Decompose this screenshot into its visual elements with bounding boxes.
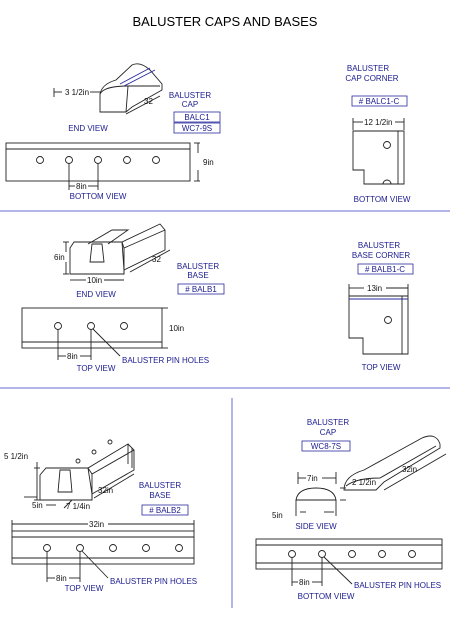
- base-corner-drawing: [348, 295, 409, 355]
- cap2-pin-hole: [318, 550, 326, 558]
- base-code: # BALB1: [185, 285, 217, 294]
- base2-pin-holes-label: BALUSTER PIN HOLES: [110, 577, 197, 586]
- cap2-pin-hole: [378, 550, 386, 558]
- base-end-view-drawing: [69, 223, 166, 275]
- cap-name-line1: BALUSTER: [169, 91, 211, 100]
- cap-corner-drawing: [352, 130, 405, 185]
- base-name-line1: BALUSTER: [177, 262, 219, 271]
- base-code-box: [177, 283, 225, 295]
- cap-end-view-drawing: [99, 63, 163, 113]
- cap2-code-box: [301, 440, 351, 452]
- cap-name-line2: CAP: [182, 100, 198, 109]
- base-corner-name-line1: BALUSTER: [358, 241, 400, 250]
- base2-width-dimension: 7 1/4in: [66, 502, 90, 511]
- base2-pin-spacing: 8in: [56, 574, 67, 583]
- cap-corner-dimension: 12 1/2in: [364, 118, 392, 127]
- base-pin-hole: [87, 322, 95, 330]
- base-corner-name-line2: BASE CORNER: [352, 251, 410, 260]
- base-corner-top-view-label: TOP VIEW: [362, 363, 401, 372]
- base-top-view-drawing: [21, 307, 163, 349]
- cap2-perspective-drawing: [343, 435, 441, 491]
- section-baluster-cap-2: BALUSTER CAP WC8-7S 32in 7in 2 1/2in 5in…: [255, 418, 447, 601]
- cap2-base-dimension: 5in: [272, 511, 283, 520]
- cap2-bottom-view-label: BOTTOM VIEW: [298, 592, 355, 601]
- base-end-view-label: END VIEW: [76, 290, 116, 299]
- cap2-top-dimension: 7in: [307, 474, 318, 483]
- cap-code-box-2: [173, 122, 221, 134]
- base-corner-code-box: [357, 263, 414, 275]
- base-name-line2: BASE: [187, 271, 208, 280]
- base2-height-dimension: 5 1/2in: [4, 452, 28, 461]
- base2-base-dimension: 5in: [32, 501, 43, 510]
- base2-name-line2: BASE: [149, 491, 170, 500]
- base2-pin-hole: [109, 544, 117, 552]
- cap-corner-name-line2: CAP CORNER: [345, 74, 398, 83]
- cap2-pin-hole: [348, 550, 356, 558]
- base2-code: # BALB2: [149, 506, 181, 515]
- base-top-view-label: TOP VIEW: [77, 364, 116, 373]
- cap-corner-bottom-view-label: BOTTOM VIEW: [354, 195, 411, 204]
- base2-pin-hole: [76, 544, 84, 552]
- base-corner-code: # BALB1-C: [365, 265, 405, 274]
- cap-pin-hole: [65, 156, 73, 164]
- section-baluster-cap: 3 1/2in 32 BALUSTER CAP BALC1 WC7-9S END…: [5, 63, 411, 204]
- page-title: BALUSTER CAPS AND BASES: [133, 14, 318, 29]
- cap-pin-hole: [36, 156, 44, 164]
- cap2-pin-spacing: 8in: [299, 578, 310, 587]
- base-pin-spacing: 8in: [67, 352, 78, 361]
- cap2-height-dimension: 2 1/2in: [352, 478, 376, 487]
- cap2-name-line1: BALUSTER: [307, 418, 349, 427]
- base-height-dimension: 6in: [54, 253, 65, 262]
- base2-name-line1: BALUSTER: [139, 481, 181, 490]
- base-width-dimension: 10in: [87, 276, 102, 285]
- base2-top-pin-hole: [75, 458, 81, 464]
- cap-end-view-label: END VIEW: [68, 124, 108, 133]
- base2-top-pin-hole: [91, 449, 97, 455]
- cap-pin-spacing: 8in: [76, 182, 87, 191]
- base-top-dimension: 10in: [169, 324, 184, 333]
- cap-corner-pin-hole: [383, 141, 391, 149]
- base-pin-holes-label: BALUSTER PIN HOLES: [122, 356, 209, 365]
- base2-pin-hole: [43, 544, 51, 552]
- cap-code-box-1: [173, 111, 221, 123]
- cap-pin-hole: [94, 156, 102, 164]
- section-baluster-base: 6in 32 10in END VIEW BALUSTER BASE # BAL…: [21, 223, 414, 373]
- base-pin-hole: [120, 322, 128, 330]
- cap-bottom-view-label: BOTTOM VIEW: [70, 192, 127, 201]
- section-baluster-base-2: 5 1/2in 5in 7 1/4in 32in BALUSTER BASE #…: [4, 439, 197, 593]
- cap-pin-hole: [152, 156, 160, 164]
- cap2-pin-holes-label: BALUSTER PIN HOLES: [354, 581, 441, 590]
- cap2-name-line2: CAP: [320, 428, 336, 437]
- cap-pin-hole: [123, 156, 131, 164]
- cap-code-2: WC7-9S: [182, 124, 212, 133]
- cap2-side-view-drawing: [295, 487, 337, 501]
- base2-code-box: [141, 504, 189, 516]
- cap-corner-code-box: [351, 95, 408, 107]
- cap-length-dimension: 32: [144, 97, 153, 106]
- base-corner-dimension: 13in: [367, 284, 382, 293]
- base2-top-dimension: 32in: [89, 520, 104, 529]
- base-corner-pin-hole: [384, 316, 392, 324]
- cap-corner-code: # BALC1-C: [359, 97, 400, 106]
- cap2-pin-hole: [288, 550, 296, 558]
- cap-corner-name-line1: BALUSTER: [347, 64, 389, 73]
- base2-top-view-label: TOP VIEW: [65, 584, 104, 593]
- base2-length-label: 32in: [98, 486, 113, 495]
- cap2-code: WC8-7S: [311, 442, 341, 451]
- cap2-bottom-view-drawing: [255, 538, 443, 570]
- base2-top-view-drawing: [11, 530, 195, 565]
- cap2-length-dimension: 32in: [402, 465, 417, 474]
- base-pin-hole: [54, 322, 62, 330]
- cap2-side-view-label: SIDE VIEW: [295, 522, 337, 531]
- cap-code-1: BALC1: [184, 113, 210, 122]
- base2-top-pin-hole: [107, 439, 113, 445]
- cap-height-dimension: 9in: [203, 158, 214, 167]
- cap-width-dimension: 3 1/2in: [65, 88, 89, 97]
- cap2-pin-hole: [408, 550, 416, 558]
- base2-pin-hole: [142, 544, 150, 552]
- base2-end-view-drawing: [39, 439, 135, 501]
- base-length-dimension: 32: [152, 255, 161, 264]
- base2-pin-hole: [175, 544, 183, 552]
